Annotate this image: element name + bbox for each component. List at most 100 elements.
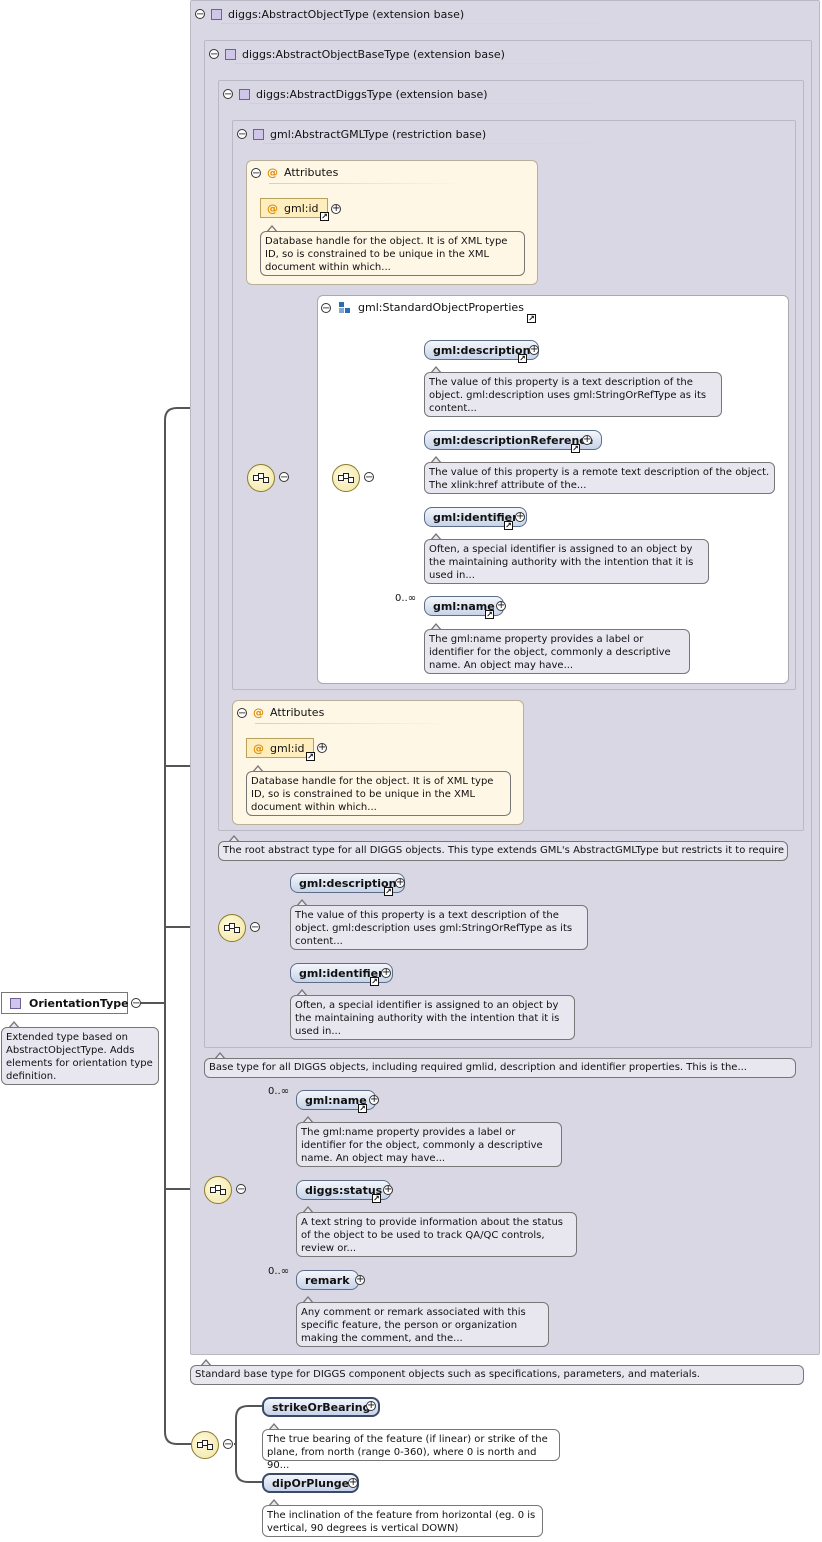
type-label: gml:AbstractGMLType (restriction base)	[270, 127, 487, 141]
diggs-status-desc: A text string to provide information abo…	[296, 1212, 577, 1257]
expand-icon[interactable]: +	[366, 1400, 376, 1411]
gml-name-element[interactable]: gml:name	[424, 596, 504, 616]
expand-icon[interactable]: +	[582, 434, 592, 445]
expand-icon[interactable]: +	[331, 203, 341, 214]
collapse-icon[interactable]: −	[279, 472, 289, 483]
type-header: − diggs:AbstractObjectType (extension ba…	[195, 6, 464, 22]
complex-type-icon	[239, 88, 250, 100]
gml-description-reference-desc: The value of this property is a remote t…	[424, 462, 775, 494]
gml-description-reference-element[interactable]: gml:descriptionReference	[424, 430, 603, 450]
gml-name-element[interactable]: gml:name	[296, 1090, 376, 1110]
attributes-header: − @ Attributes	[237, 706, 324, 719]
sequence-icon[interactable]	[218, 914, 246, 942]
expand-icon[interactable]: +	[496, 600, 506, 611]
desc-pointer	[8, 1021, 20, 1031]
desc-pointer	[302, 1206, 314, 1216]
expand-icon[interactable]: +	[369, 1094, 379, 1105]
link-icon[interactable]: ↗	[306, 752, 315, 761]
strike-or-bearing-element[interactable]: strikeOrBearing	[262, 1397, 381, 1417]
gml-description-element[interactable]: gml:description	[424, 340, 540, 360]
sequence-icon[interactable]	[204, 1176, 232, 1204]
expand-icon[interactable]: +	[317, 742, 327, 753]
expand-icon[interactable]: +	[395, 877, 405, 888]
link-icon[interactable]: ↗	[527, 314, 536, 323]
expand-icon[interactable]: +	[381, 967, 391, 978]
complex-type-icon	[10, 997, 21, 1009]
collapse-icon[interactable]: −	[209, 49, 219, 60]
divider	[255, 723, 453, 724]
link-icon[interactable]: ↗	[485, 610, 494, 619]
gml-description-element[interactable]: gml:description	[290, 873, 406, 893]
desc-pointer	[430, 533, 442, 543]
collapse-icon[interactable]: −	[250, 922, 260, 933]
link-icon[interactable]: ↗	[518, 354, 527, 363]
desc-pointer	[268, 1423, 280, 1433]
collapse-icon[interactable]: −	[321, 302, 331, 314]
desc-pointer	[430, 456, 442, 466]
root-element[interactable]: OrientationType	[1, 992, 129, 1014]
sequence-icon[interactable]	[332, 464, 360, 492]
attribute-icon: @	[267, 201, 278, 215]
multiplicity-label: 0..∞	[268, 1086, 290, 1097]
divider	[263, 143, 675, 144]
gml-id-label: gml:id	[270, 741, 305, 755]
desc-pointer	[296, 899, 308, 909]
object-type-description: Standard base type for DIGGS component o…	[190, 1365, 804, 1385]
collapse-icon[interactable]: −	[237, 707, 247, 719]
type-label: diggs:AbstractObjectBaseType (extension …	[242, 47, 505, 61]
collapse-icon[interactable]: −	[223, 89, 233, 100]
desc-pointer	[296, 989, 308, 999]
attribute-icon: @	[267, 166, 278, 179]
link-icon[interactable]: ↗	[384, 887, 393, 896]
desc-pointer	[266, 225, 278, 235]
desc-pointer	[268, 1499, 280, 1509]
divider	[221, 23, 699, 24]
diggs-status-element[interactable]: diggs:status	[296, 1180, 392, 1200]
dip-or-plunge-element[interactable]: dipOrPlunge	[262, 1473, 360, 1493]
desc-pointer	[252, 765, 264, 775]
diggs-type-description: The root abstract type for all DIGGS obj…	[218, 841, 788, 861]
collapse-icon[interactable]: −	[195, 9, 205, 20]
sequence-icon[interactable]	[247, 464, 275, 492]
group-icon	[339, 302, 350, 313]
gml-identifier-element[interactable]: gml:identifier	[424, 507, 527, 527]
multiplicity-label: 0..∞	[268, 1266, 290, 1277]
desc-pointer	[200, 1359, 212, 1369]
divider	[249, 103, 683, 104]
collapse-icon[interactable]: −	[223, 1439, 233, 1450]
expand-icon[interactable]: +	[529, 344, 539, 355]
link-icon[interactable]: ↗	[504, 521, 513, 530]
collapse-icon[interactable]: −	[251, 167, 261, 179]
expand-icon[interactable]: +	[355, 1274, 365, 1285]
gml-id-description: Database handle for the object. It is of…	[246, 771, 511, 816]
complex-type-icon	[253, 128, 264, 140]
base-type-description: Base type for all DIGGS objects, includi…	[204, 1058, 796, 1078]
expand-icon[interactable]: +	[348, 1477, 358, 1488]
group-label: gml:StandardObjectProperties	[358, 301, 524, 314]
desc-pointer	[430, 623, 442, 633]
gml-id-attribute[interactable]: @ gml:id	[246, 738, 314, 758]
link-icon[interactable]: ↗	[358, 1104, 367, 1113]
multiplicity-label: 0..∞	[395, 593, 417, 604]
collapse-icon[interactable]: −	[364, 472, 374, 483]
link-icon[interactable]: ↗	[370, 977, 379, 986]
expand-icon[interactable]: +	[383, 1184, 393, 1195]
link-icon[interactable]: ↗	[372, 1194, 381, 1203]
strike-or-bearing-desc: The true bearing of the feature (if line…	[262, 1429, 560, 1471]
sequence-icon[interactable]	[191, 1431, 219, 1459]
collapse-icon[interactable]: −	[236, 1184, 246, 1195]
gml-identifier-element[interactable]: gml:identifier	[290, 963, 393, 983]
link-icon[interactable]: ↗	[320, 212, 329, 221]
root-description: Extended type based on AbstractObjectTyp…	[1, 1027, 159, 1085]
link-icon[interactable]: ↗	[571, 444, 580, 453]
gml-id-description: Database handle for the object. It is of…	[260, 231, 525, 276]
desc-pointer	[228, 835, 240, 845]
desc-pointer	[430, 366, 442, 376]
desc-pointer	[214, 1052, 226, 1062]
collapse-icon[interactable]: −	[131, 998, 141, 1009]
type-header: − diggs:AbstractObjectBaseType (extensio…	[209, 46, 505, 62]
collapse-icon[interactable]: −	[237, 129, 247, 140]
gml-id-attribute[interactable]: @ gml:id	[260, 198, 328, 218]
remark-element[interactable]: remark	[296, 1270, 359, 1290]
expand-icon[interactable]: +	[515, 511, 525, 522]
